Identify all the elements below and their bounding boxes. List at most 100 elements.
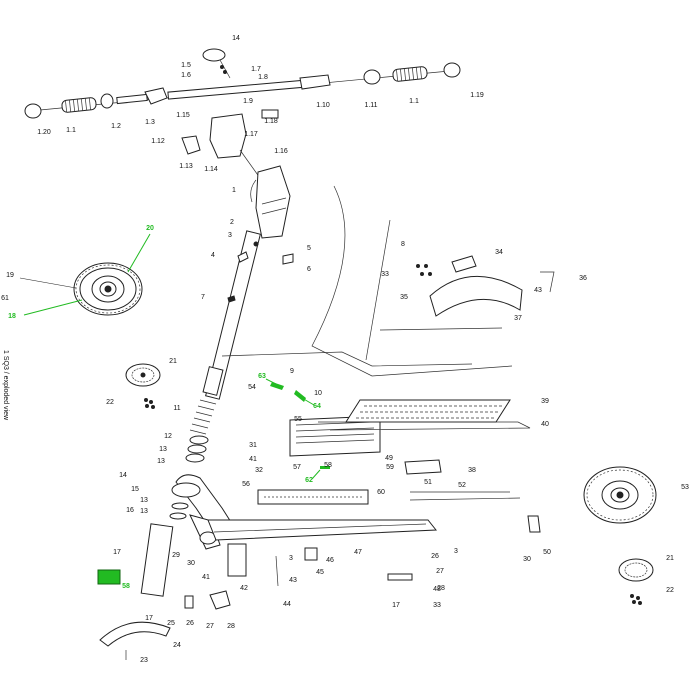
bar-end-cap-right <box>443 62 461 78</box>
part-label-1.13: 1.13 <box>179 163 193 170</box>
part-label-17a: 17 <box>113 549 121 556</box>
bar-end-cap-left <box>24 103 42 119</box>
part-label-13b: 13 <box>157 458 165 465</box>
part-label-22a: 22 <box>106 399 114 406</box>
front-fender <box>97 569 171 660</box>
leader-line <box>127 233 151 273</box>
part-label-52: 52 <box>458 482 466 489</box>
part-label-1.2: 1.2 <box>111 123 121 130</box>
part-label-18: 18 <box>8 313 16 320</box>
part-label-1.9: 1.9 <box>243 98 253 105</box>
part-label-39: 39 <box>541 398 549 405</box>
part-label-1: 1 <box>232 187 236 194</box>
throttle <box>299 74 331 90</box>
deck-plate <box>318 421 531 431</box>
clamp-left <box>181 135 201 155</box>
part-label-46: 46 <box>326 557 334 564</box>
part-label-62: 62 <box>305 477 313 484</box>
handlebar-assembly <box>24 48 461 186</box>
part-label-11: 11 <box>173 405 180 412</box>
part-label-35: 35 <box>400 294 408 301</box>
part-label-55: 55 <box>294 416 302 423</box>
part-label-28a: 28 <box>227 623 235 630</box>
part-label-30a: 30 <box>187 560 195 567</box>
leader-line <box>23 299 83 316</box>
part-label-3c: 3 <box>454 548 458 555</box>
part-label-7: 7 <box>201 294 205 301</box>
side-text: 1 SQ3 / exploded view <box>2 350 9 421</box>
part-label-43a: 43 <box>534 287 542 294</box>
part-label-60: 60 <box>377 489 385 496</box>
part-label-20: 20 <box>146 225 154 232</box>
rear-fender <box>416 255 555 317</box>
leader-line <box>265 378 277 385</box>
part-label-1.14: 1.14 <box>204 166 218 173</box>
part-label-25: 25 <box>167 620 175 627</box>
rear-light <box>451 255 477 273</box>
part-label-24: 24 <box>173 642 181 649</box>
deck <box>184 185 531 610</box>
part-label-38: 38 <box>468 467 476 474</box>
part-label-3a: 3 <box>228 232 232 239</box>
part-label-1.11: 1.11 <box>364 102 377 109</box>
part-label-32: 32 <box>255 467 263 474</box>
part-label-50: 50 <box>543 549 551 556</box>
part-label-16: 16 <box>126 507 134 514</box>
part-label-1.15: 1.15 <box>176 112 190 119</box>
part-label-30b: 30 <box>523 556 531 563</box>
handlebar-tube <box>167 79 309 100</box>
part-label-49: 49 <box>385 455 393 462</box>
part-label-1.16: 1.16 <box>274 148 288 155</box>
part-label-10: 10 <box>314 390 322 397</box>
bell <box>202 48 226 62</box>
part-label-19: 19 <box>6 272 14 279</box>
part-label-59: 59 <box>386 464 394 471</box>
part-label-14: 14 <box>232 35 240 42</box>
part-label-6: 6 <box>307 266 311 273</box>
part-label-21b: 21 <box>666 555 674 562</box>
part-label-34: 34 <box>495 249 503 256</box>
part-label-63: 63 <box>258 373 266 380</box>
stem-tube <box>205 230 261 400</box>
part-label-27a: 27 <box>206 623 214 630</box>
part-label-41a: 41 <box>249 456 257 463</box>
part-label-22b: 22 <box>666 587 674 594</box>
front-wheel <box>73 262 161 409</box>
part-label-1.6: 1.6 <box>181 72 191 79</box>
part-label-40: 40 <box>541 421 549 428</box>
part-label-17c: 17 <box>392 602 400 609</box>
part-label-26b: 26 <box>431 553 439 560</box>
part-label-4: 4 <box>211 252 215 259</box>
part-label-12: 12 <box>164 433 172 440</box>
part-label-1.12: 1.12 <box>151 138 165 145</box>
brake-lever-left <box>144 87 168 105</box>
part-label-45: 45 <box>316 569 324 576</box>
part-label-61: 61 <box>1 295 9 302</box>
leader-line <box>311 469 321 480</box>
part-label-36: 36 <box>579 275 587 282</box>
part-label-1.7: 1.7 <box>251 66 261 73</box>
part-label-8: 8 <box>401 241 405 248</box>
part-label-43b: 43 <box>289 577 297 584</box>
part-label-1.19: 1.19 <box>470 92 484 99</box>
leader-line <box>19 277 77 289</box>
part-label-42: 42 <box>240 585 248 592</box>
part-label-14b: 14 <box>119 472 127 479</box>
part-label-44: 44 <box>283 601 291 608</box>
rear-wheel <box>527 466 657 605</box>
part-label-31: 31 <box>249 442 257 449</box>
part-label-33b: 33 <box>433 602 441 609</box>
part-label-41b: 41 <box>202 574 210 581</box>
part-label-23: 23 <box>140 657 148 664</box>
part-label-54: 54 <box>248 384 256 391</box>
part-label-57: 57 <box>293 464 301 471</box>
part-label-2: 2 <box>230 219 234 226</box>
part-label-13d: 13 <box>140 508 148 515</box>
bar-collar-right <box>363 69 381 85</box>
part-label-51: 51 <box>424 479 432 486</box>
rear-brake-disc <box>618 558 654 582</box>
part-label-13a: 13 <box>159 446 167 453</box>
part-label-13c: 13 <box>140 497 148 504</box>
part-label-1.5: 1.5 <box>181 62 191 69</box>
